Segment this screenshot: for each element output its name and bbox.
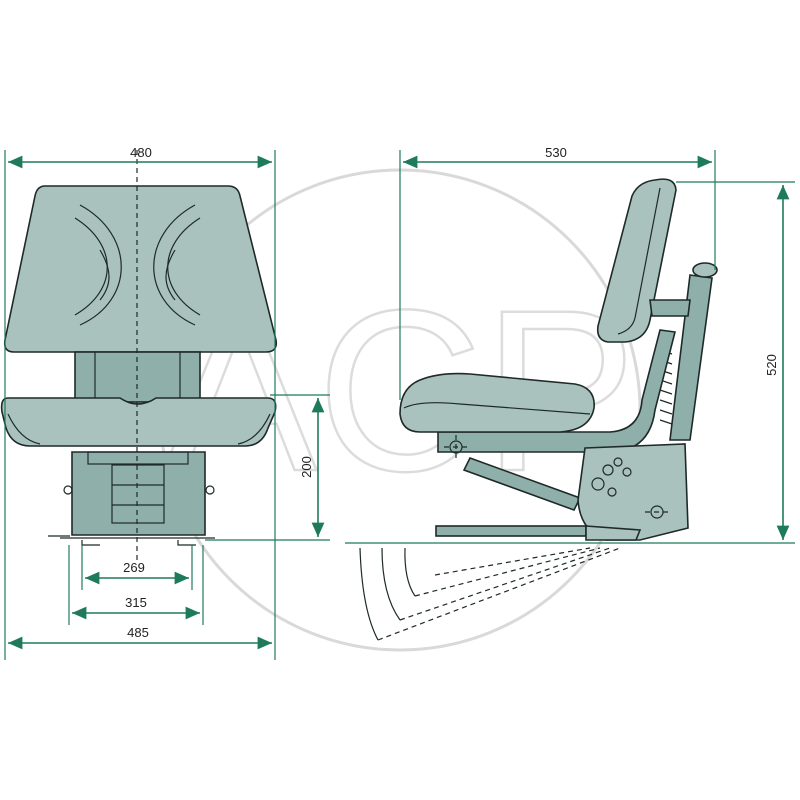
- side-control-knobs: [591, 457, 632, 497]
- side-swing-arc: [359, 547, 621, 641]
- dim-label-520: 520: [764, 354, 779, 376]
- front-seat-cushion: [0, 397, 277, 447]
- front-view: [0, 150, 278, 560]
- backrest-grooves: [74, 204, 201, 326]
- dim-label-485: 485: [127, 625, 149, 640]
- front-dimensions: 480 200 269 315 485: [4, 145, 330, 660]
- side-strut: [462, 457, 582, 511]
- side-rail: [435, 525, 587, 537]
- dim-label-269: 269: [123, 560, 145, 575]
- dim-label-315: 315: [125, 595, 147, 610]
- dim-label-530: 530: [545, 145, 567, 160]
- dim-label-480: 480: [130, 145, 152, 160]
- side-seat-cushion: [399, 372, 595, 433]
- side-dimensions: 530 520: [345, 145, 795, 544]
- side-backrest: [596, 178, 677, 343]
- front-backrest: [3, 185, 278, 353]
- side-view: [359, 178, 718, 641]
- side-base-housing: [577, 443, 689, 541]
- dim-label-200: 200: [299, 456, 314, 478]
